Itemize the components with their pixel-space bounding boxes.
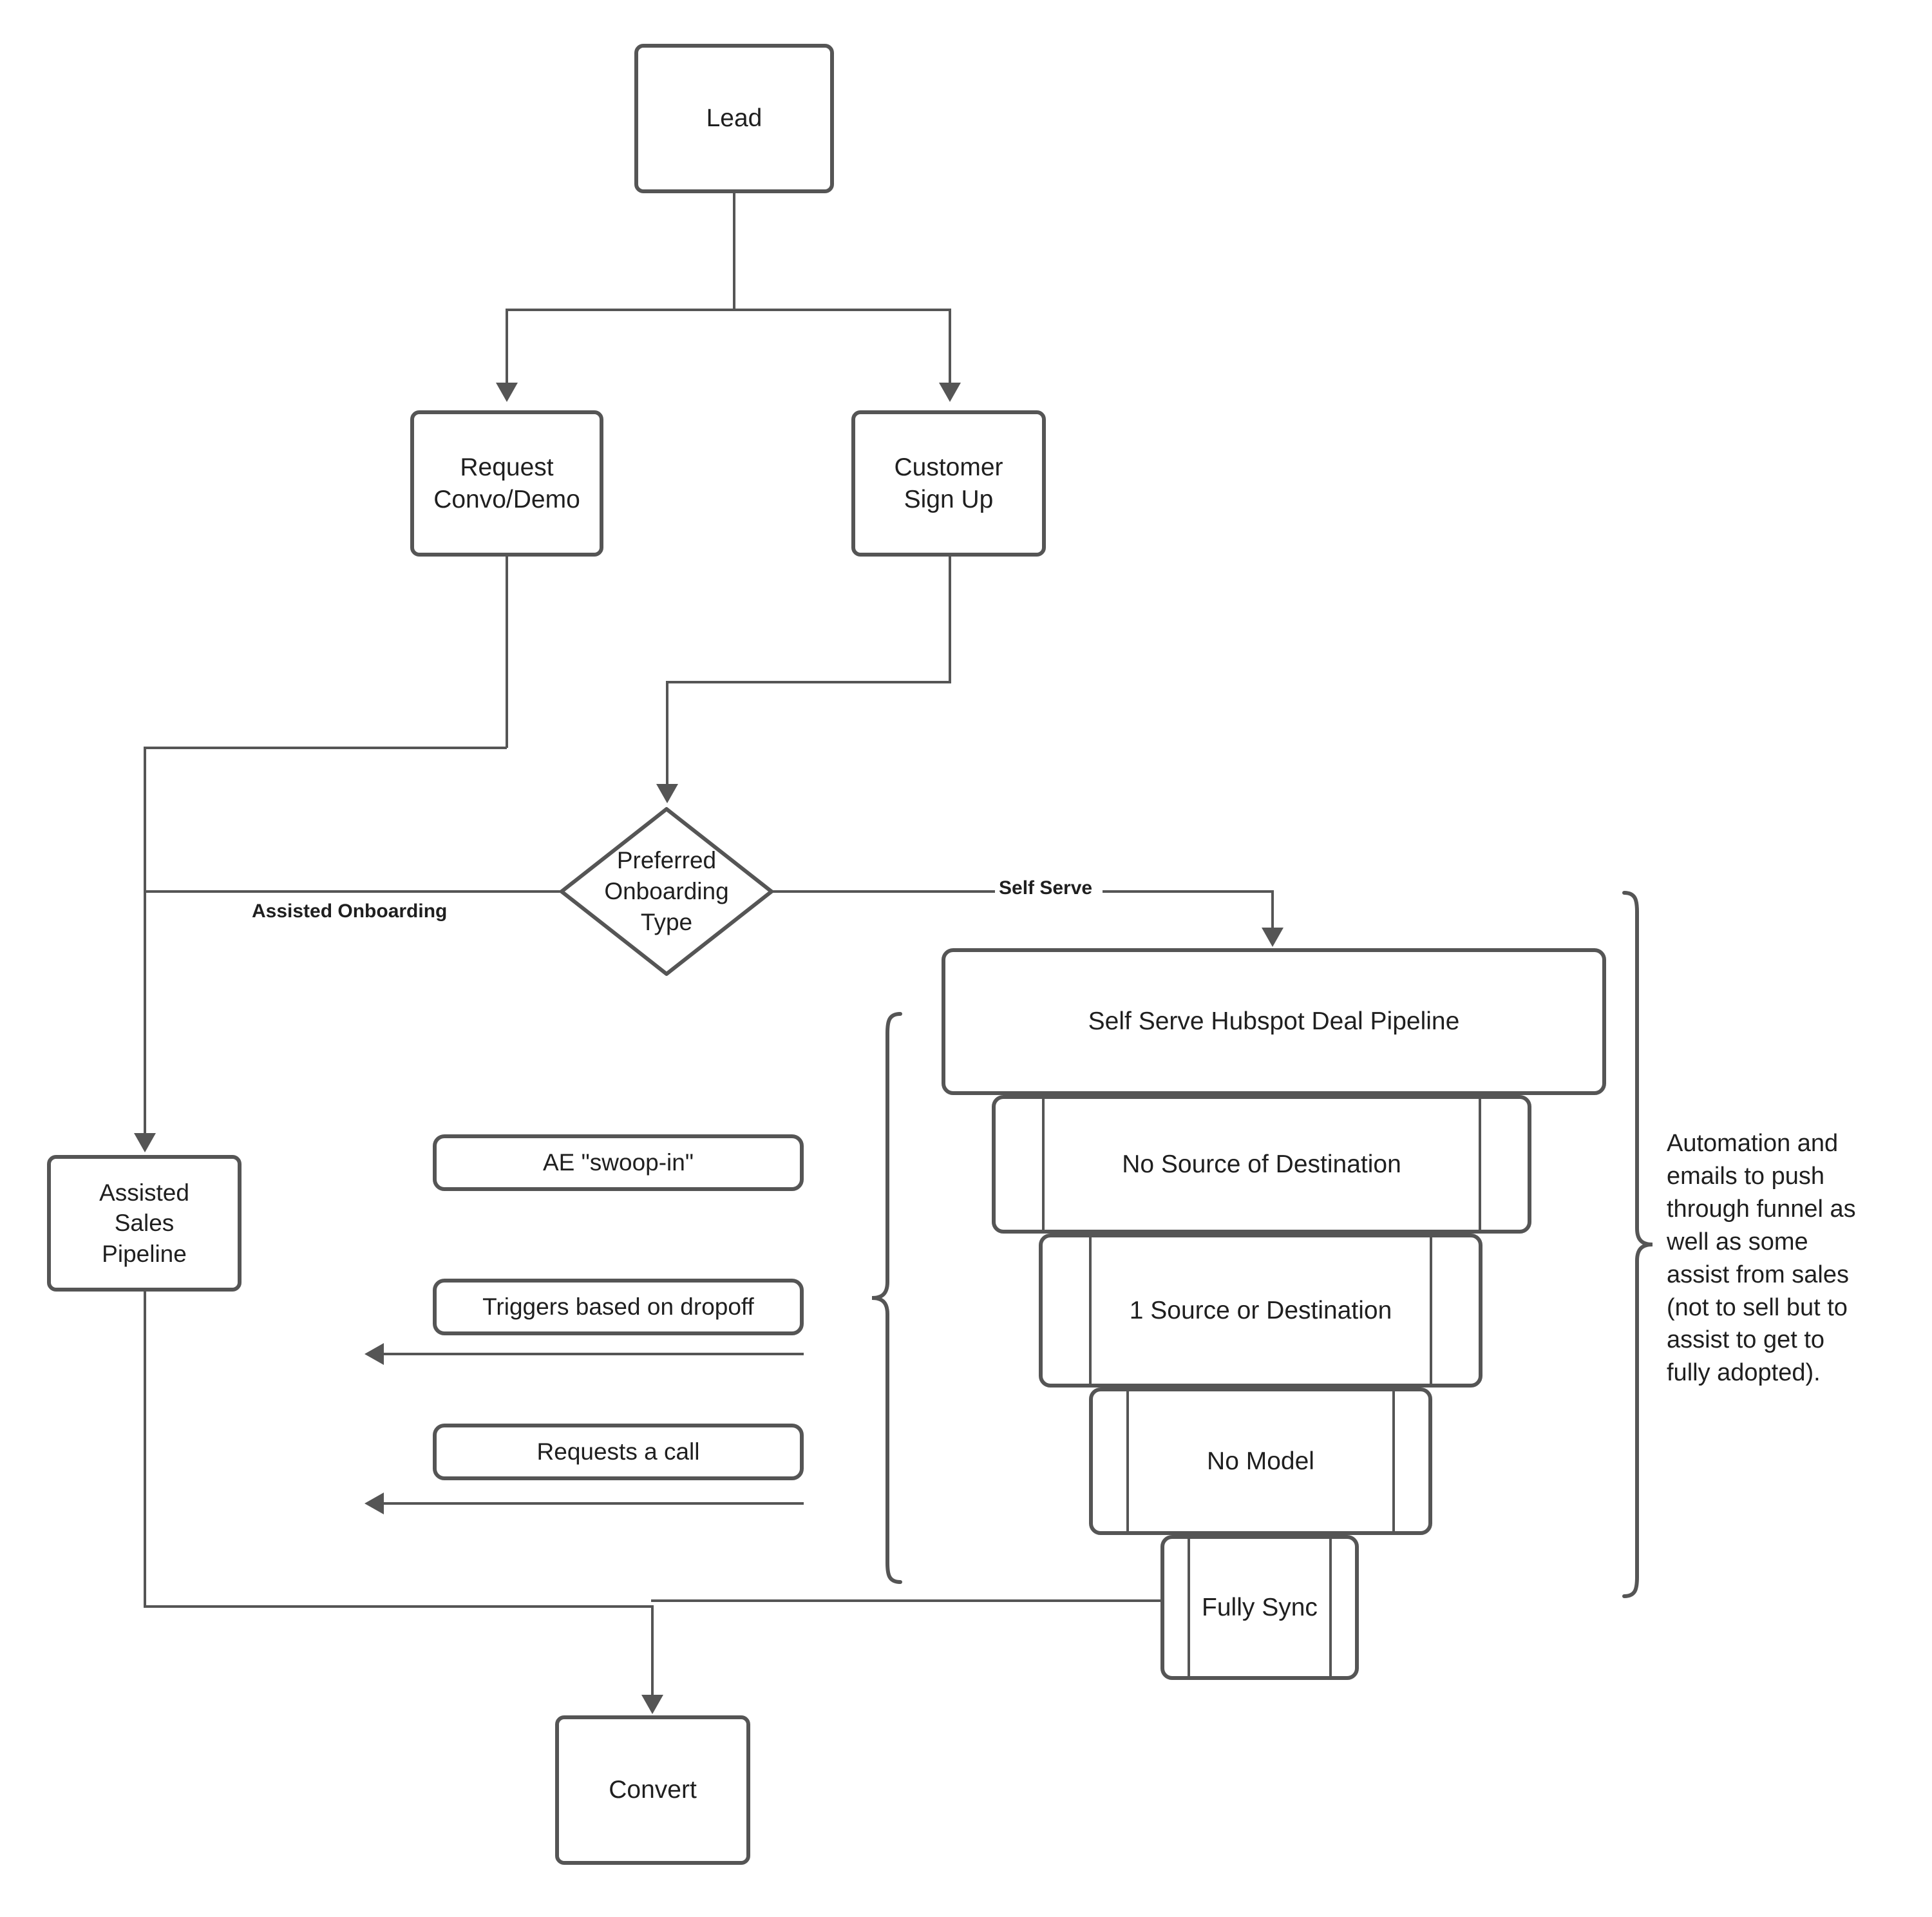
edge-lead-to-request-branch: [506, 309, 508, 383]
funnel-stage-4-label: Fully Sync: [1202, 1593, 1318, 1621]
node-customer-sign-up-label: Customer Sign Up: [894, 453, 1003, 513]
annotation-automation-note: Automation and emails to push through fu…: [1667, 1130, 1856, 1387]
funnel-rail-right-4: [1329, 1535, 1332, 1680]
edge-signup-down: [949, 557, 951, 682]
edge-assisted-down: [144, 1292, 146, 1607]
edge-assisted-onboarding: [144, 890, 562, 893]
edge-self-serve-h2: [1103, 890, 1274, 893]
funnel-rail-left-1: [1042, 1095, 1045, 1234]
edge-assisted-to-convert-h: [144, 1605, 652, 1608]
node-ae-swoop-in[interactable]: AE "swoop-in": [433, 1134, 804, 1191]
funnel-stage-fully-sync[interactable]: Fully Sync: [1160, 1535, 1359, 1680]
edge-signup-down-to-diamond: [666, 681, 668, 784]
edge-lead-down: [733, 193, 735, 310]
funnel-rail-left-2: [1089, 1234, 1092, 1388]
node-convert[interactable]: Convert: [555, 1715, 750, 1865]
funnel-rail-right-2: [1430, 1234, 1432, 1388]
edge-requests-call-arrow-line: [384, 1502, 804, 1505]
arrowhead-to-self-serve-pipeline: [1262, 928, 1283, 947]
funnel-stage-no-model[interactable]: No Model: [1089, 1388, 1432, 1535]
node-lead[interactable]: Lead: [634, 44, 834, 193]
node-convert-label: Convert: [609, 1776, 697, 1804]
node-ae-swoop-in-label: AE "swoop-in": [543, 1149, 694, 1176]
edge-request-left: [144, 747, 507, 749]
node-customer-sign-up[interactable]: Customer Sign Up: [851, 410, 1046, 557]
edge-label-self-serve: Self Serve: [995, 877, 1097, 899]
edge-self-serve-down: [1271, 890, 1274, 928]
node-lead-label: Lead: [706, 104, 762, 133]
arrowhead-to-preferred-onboarding-type: [656, 784, 678, 803]
funnel-stage-2-label: 1 Source or Destination: [1129, 1296, 1392, 1324]
funnel-stage-0-label: Self Serve Hubspot Deal Pipeline: [1088, 1007, 1460, 1035]
edge-signup-left: [666, 681, 951, 683]
funnel-stage-1-label: No Source of Destination: [1122, 1150, 1401, 1178]
edge-request-down: [506, 557, 508, 748]
edge-fully-sync-to-convert: [651, 1599, 1163, 1602]
edge-lead-to-signup-branch: [949, 309, 951, 383]
annotation-right-brace: [1622, 890, 1655, 1599]
funnel-rail-left-4: [1188, 1535, 1190, 1680]
node-requests-a-call[interactable]: Requests a call: [433, 1424, 804, 1480]
funnel-rail-right-3: [1392, 1388, 1395, 1535]
edge-to-convert-down: [651, 1605, 654, 1695]
funnel-rail-right-1: [1479, 1095, 1481, 1234]
diamond-shape: [560, 807, 773, 976]
funnel-stage-3-label: No Model: [1207, 1447, 1314, 1475]
node-preferred-onboarding-type[interactable]: Preferred Onboarding Type: [558, 805, 775, 978]
edge-request-down-to-assisted: [144, 747, 146, 1133]
node-preferred-onboarding-type-label: Preferred Onboarding Type: [604, 846, 729, 936]
arrowhead-triggers-dropoff: [365, 1343, 384, 1365]
arrowhead-to-convert: [641, 1695, 663, 1714]
node-request-convo-demo-label: Request Convo/Demo: [433, 453, 580, 513]
node-triggers-based-on-dropoff[interactable]: Triggers based on dropoff: [433, 1279, 804, 1335]
arrowhead-to-customer-sign-up: [939, 383, 961, 402]
arrowhead-requests-a-call: [365, 1493, 384, 1514]
arrowhead-to-request-convo-demo: [496, 383, 518, 402]
node-request-convo-demo[interactable]: Request Convo/Demo: [410, 410, 603, 557]
node-assisted-sales-pipeline[interactable]: Assisted Sales Pipeline: [47, 1155, 242, 1292]
edge-triggers-arrow-line: [384, 1353, 804, 1355]
funnel-stage-self-serve-hubspot-deal-pipeline[interactable]: Self Serve Hubspot Deal Pipeline: [942, 948, 1606, 1095]
edge-lead-split-bar: [506, 309, 951, 311]
edge-label-assisted-onboarding: Assisted Onboarding: [248, 901, 451, 922]
node-triggers-based-on-dropoff-label: Triggers based on dropoff: [482, 1293, 754, 1321]
funnel-rail-left-3: [1126, 1388, 1129, 1535]
node-assisted-sales-pipeline-label: Assisted Sales Pipeline: [99, 1179, 189, 1267]
edge-self-serve-h1: [770, 890, 995, 893]
funnel-left-brace: [869, 1011, 903, 1585]
funnel-stage-1-source-or-destination[interactable]: 1 Source or Destination: [1039, 1234, 1482, 1388]
node-requests-a-call-label: Requests a call: [536, 1438, 700, 1465]
arrowhead-to-assisted-sales-pipeline: [134, 1133, 156, 1152]
funnel-stage-no-source-of-destination[interactable]: No Source of Destination: [992, 1095, 1531, 1234]
